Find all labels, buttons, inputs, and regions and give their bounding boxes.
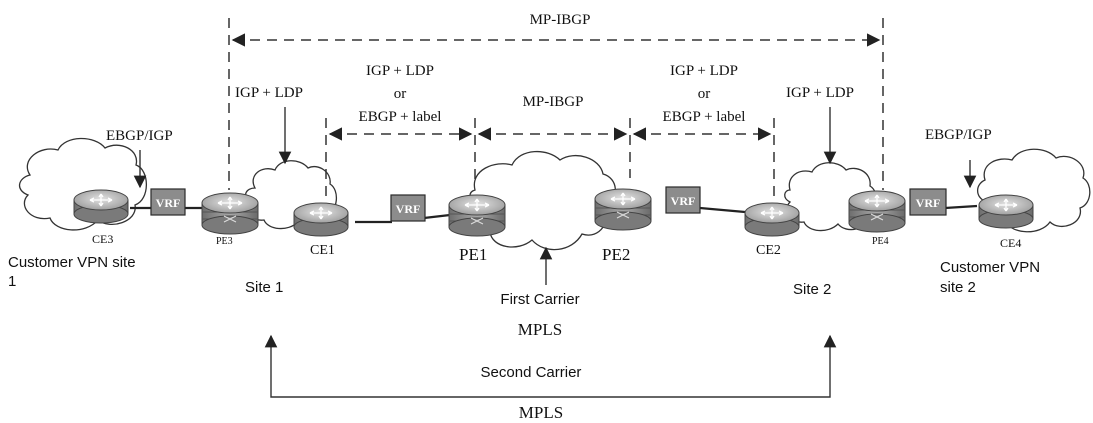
customer-site1-label-line1: Customer VPN site [8, 254, 136, 271]
customer-site1-label-line2: 1 [8, 273, 16, 290]
mp-ibgp-mid-label: MP-IBGP [523, 94, 584, 110]
pe2-label: PE2 [602, 245, 630, 264]
ce3-router-icon[interactable] [73, 189, 129, 224]
pe2-ce2-protocol-line2: or [698, 86, 711, 102]
svg-text:VRF: VRF [156, 196, 181, 210]
ce2-router-icon[interactable] [744, 202, 800, 237]
mpls-first-label: MPLS [518, 320, 562, 339]
pe2-ce2-protocol-line1: IGP + LDP [670, 63, 738, 79]
vrf-box-right: VRF [909, 188, 947, 216]
second-carrier-bracket [264, 334, 837, 398]
ce2-label: CE2 [756, 243, 781, 258]
ce1-label: CE1 [310, 243, 335, 258]
ce3-label: CE3 [92, 232, 113, 246]
ce4-router-icon[interactable] [978, 194, 1034, 229]
ce4-label: CE4 [1000, 236, 1021, 250]
site1-label: Site 1 [245, 279, 283, 296]
pe2-router-icon[interactable] [594, 188, 652, 231]
mpls-second-label: MPLS [519, 403, 563, 422]
vrf-box-left: VRF [150, 188, 186, 216]
svg-text:VRF: VRF [396, 202, 421, 216]
site2-label: Site 2 [793, 281, 831, 298]
pe2-ce2-protocol-line3: EBGP + label [663, 109, 746, 125]
pe4-label: PE4 [872, 236, 889, 247]
svg-text:VRF: VRF [671, 194, 696, 208]
first-carrier-label: First Carrier [500, 291, 579, 308]
pe1-router-icon[interactable] [448, 194, 506, 237]
pe3-label: PE3 [216, 236, 233, 247]
pe4-router-icon[interactable] [848, 190, 906, 233]
second-carrier-label: Second Carrier [481, 364, 582, 381]
ebgp-igp-left-label: EBGP/IGP [106, 128, 173, 144]
igp-ldp-site1-label: IGP + LDP [235, 85, 303, 101]
ce1-pe1-protocol-line3: EBGP + label [359, 109, 442, 125]
vrf-box-pe1: VRF [390, 194, 426, 222]
pe1-label: PE1 [459, 245, 487, 264]
ce1-pe1-protocol-line2: or [394, 86, 407, 102]
vrf-box-pe2: VRF [665, 186, 701, 214]
ce1-router-icon[interactable] [293, 202, 349, 237]
customer-site2-label-line1: Customer VPN [940, 259, 1040, 276]
ebgp-igp-right-label: EBGP/IGP [925, 127, 992, 143]
pe3-router-icon[interactable] [201, 192, 259, 235]
mp-ibgp-top-label: MP-IBGP [530, 12, 591, 28]
customer-site2-label-line2: site 2 [940, 279, 976, 296]
igp-ldp-site2-label: IGP + LDP [786, 85, 854, 101]
ce1-pe1-protocol-line1: IGP + LDP [366, 63, 434, 79]
svg-text:VRF: VRF [916, 196, 941, 210]
